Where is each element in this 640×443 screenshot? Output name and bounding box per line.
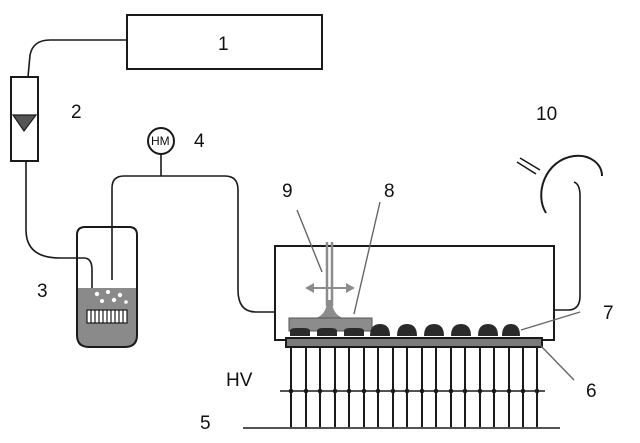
exhaust-line-a bbox=[516, 161, 537, 175]
bubbler-vessel bbox=[76, 226, 138, 348]
specimen-3 bbox=[344, 328, 364, 336]
gas-tube-bubbler-to-chamber bbox=[111, 175, 276, 313]
exhaust-tube bbox=[554, 181, 581, 311]
label-hv: HV bbox=[226, 370, 253, 391]
label-6: 6 bbox=[586, 381, 597, 402]
exhaust-hood bbox=[540, 154, 603, 214]
label-2: 2 bbox=[71, 102, 82, 123]
specimen-2 bbox=[317, 328, 337, 336]
gas-tube-source-to-flowmeter bbox=[27, 39, 127, 78]
leader-7 bbox=[520, 311, 581, 331]
gas-tube-flowmeter-to-bubbler bbox=[25, 161, 93, 318]
label-3: 3 bbox=[37, 281, 48, 302]
bubbles bbox=[94, 290, 128, 304]
exhaust-line-b bbox=[519, 157, 541, 171]
label-7: 7 bbox=[603, 303, 614, 324]
label-4: 4 bbox=[194, 131, 205, 152]
hygrometer-label: HM bbox=[151, 134, 170, 148]
leader-6 bbox=[540, 345, 575, 381]
specimen-9 bbox=[502, 324, 520, 336]
diffuser-teeth bbox=[90, 310, 124, 323]
specimen-5 bbox=[397, 324, 417, 336]
label-5: 5 bbox=[200, 413, 211, 434]
leader-9 bbox=[296, 209, 323, 273]
specimen-7 bbox=[451, 324, 471, 336]
electrode-plate bbox=[285, 337, 543, 348]
specimen-4 bbox=[370, 324, 390, 336]
label-10: 10 bbox=[536, 104, 557, 125]
specimen-6 bbox=[424, 324, 444, 336]
gas-source-box bbox=[126, 14, 323, 70]
motion-arrow-left bbox=[305, 283, 314, 293]
label-1: 1 bbox=[218, 34, 229, 55]
label-8: 8 bbox=[384, 181, 395, 202]
flowmeter-float bbox=[11, 114, 38, 133]
holder-flare bbox=[316, 300, 343, 318]
specimen-1 bbox=[290, 328, 310, 336]
flowmeter bbox=[10, 76, 39, 162]
hygrometer bbox=[147, 127, 175, 155]
rod-tips bbox=[288, 388, 540, 394]
specimen-8 bbox=[478, 324, 498, 336]
label-9: 9 bbox=[282, 181, 293, 202]
leader-8 bbox=[353, 201, 381, 315]
motion-arrow-right bbox=[346, 283, 355, 293]
electrode-rods bbox=[290, 347, 538, 427]
